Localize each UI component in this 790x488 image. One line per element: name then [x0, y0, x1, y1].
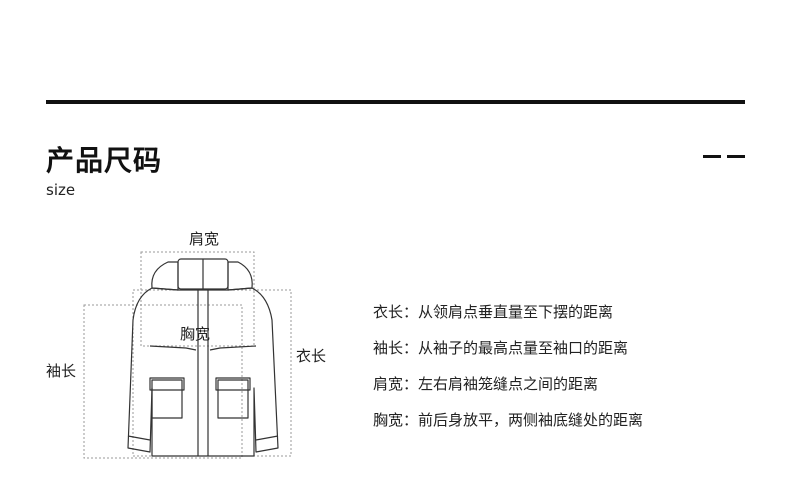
- definition-separator: ：: [403, 375, 419, 393]
- definition-separator: ：: [403, 339, 419, 357]
- sleeve-label: 袖长: [46, 362, 77, 380]
- definition-item: 衣长：从领肩点垂直量至下摆的距离: [373, 302, 643, 338]
- definition-text: 前后身放平，两侧袖底缝处的距离: [418, 411, 644, 429]
- page-title: 产品尺码: [46, 144, 163, 177]
- measurement-definitions: 衣长：从领肩点垂直量至下摆的距离 袖长：从袖子的最高点量至袖口的距离 肩宽：左右…: [373, 302, 643, 446]
- definition-term: 肩宽: [373, 375, 404, 393]
- top-divider: [46, 100, 745, 104]
- definition-term: 袖长: [373, 339, 404, 357]
- definition-item: 胸宽：前后身放平，两侧袖底缝处的距离: [373, 410, 643, 446]
- definition-item: 袖长：从袖子的最高点量至袖口的距离: [373, 338, 643, 374]
- definition-text: 从袖子的最高点量至袖口的距离: [418, 339, 629, 357]
- definition-text: 左右肩袖笼缝点之间的距离: [418, 375, 599, 393]
- jacket-outline: [127, 258, 279, 457]
- length-measure-box: [132, 289, 292, 457]
- definition-separator: ：: [403, 411, 419, 429]
- page-subtitle: size: [46, 181, 76, 199]
- sleeve-measure-box: [83, 304, 243, 459]
- shoulder-measure-box: [140, 251, 255, 347]
- definition-separator: ：: [403, 303, 419, 321]
- definition-term: 胸宽: [373, 411, 404, 429]
- definition-term: 衣长: [373, 303, 404, 321]
- length-label: 衣长: [296, 347, 327, 365]
- collapse-dash-icon[interactable]: [703, 155, 745, 158]
- definition-item: 肩宽：左右肩袖笼缝点之间的距离: [373, 374, 643, 410]
- shoulder-label: 肩宽: [189, 230, 220, 248]
- chest-label: 胸宽: [180, 325, 211, 343]
- definition-text: 从领肩点垂直量至下摆的距离: [418, 303, 614, 321]
